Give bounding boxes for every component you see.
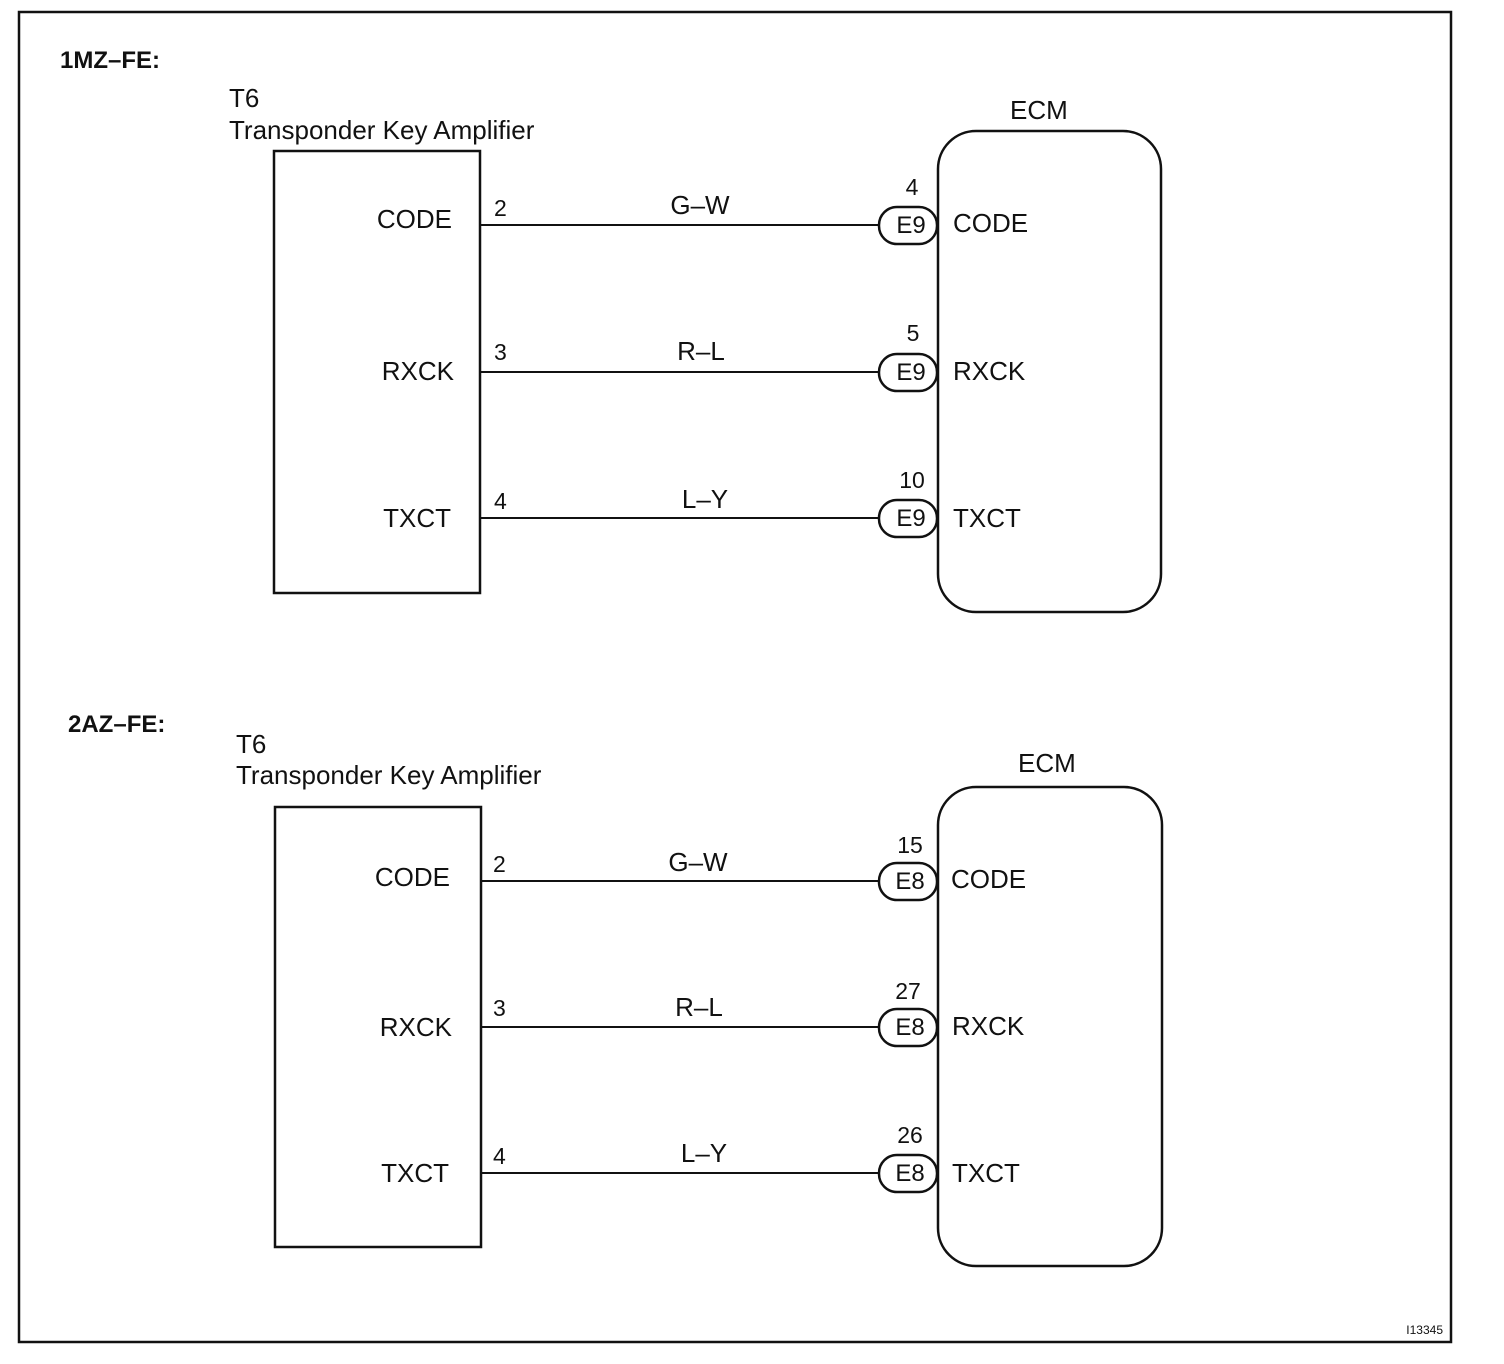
outer-frame (17, 10, 1453, 1344)
section-1mz-fe: 1MZ–FE: T6 Transponder Key Amplifier ECM… (60, 47, 1163, 614)
component-name: Transponder Key Amplifier (236, 760, 542, 790)
connector-code: E9 (896, 505, 925, 532)
wire-color-label: L–Y (681, 1138, 727, 1168)
connector-badge (877, 205, 939, 246)
amp-signal-label: RXCK (382, 356, 455, 386)
wire-color-label: G–W (670, 190, 730, 220)
connector-badge (877, 498, 939, 539)
connector-code: E8 (895, 1014, 924, 1041)
figure-id: I13345 (1406, 1323, 1443, 1337)
amp-pin-number: 2 (493, 851, 506, 877)
ecm-pin-number: 15 (897, 832, 923, 858)
amp-pin-number: 4 (494, 488, 507, 514)
amp-pin-number: 3 (493, 995, 506, 1021)
amp-signal-label: CODE (377, 204, 452, 234)
amp-signal-label: RXCK (380, 1012, 453, 1042)
wire-color-label: G–W (668, 847, 728, 877)
wire-color-label: L–Y (682, 484, 728, 514)
connector-badge (877, 1007, 939, 1048)
ecm-signal-label: CODE (953, 208, 1028, 238)
amp-pin-number: 3 (494, 339, 507, 365)
connector-code: E9 (896, 212, 925, 239)
wire-color-label: R–L (675, 992, 723, 1022)
connector-code: E8 (895, 1160, 924, 1187)
ecm-signal-label: CODE (951, 864, 1026, 894)
ecm-signal-label: TXCT (952, 1158, 1020, 1188)
connector-code: E9 (896, 359, 925, 386)
ecm-label: ECM (1010, 95, 1068, 125)
connector-badge (877, 861, 939, 902)
ecm-pin-number: 4 (906, 174, 919, 200)
engine-label: 1MZ–FE: (60, 47, 160, 74)
ecm-pin-number: 27 (895, 978, 921, 1004)
amp-pin-number: 4 (493, 1143, 506, 1169)
ecm-pin-number: 26 (897, 1122, 923, 1148)
wire-row-rxck: RXCK 3 R–L E9 5 RXCK (382, 320, 1026, 393)
connector-badge (877, 1153, 939, 1194)
ecm-signal-label: RXCK (952, 1011, 1025, 1041)
ecm-signal-label: TXCT (953, 503, 1021, 533)
engine-label: 2AZ–FE: (68, 711, 165, 738)
wire-row-code: CODE 2 G–W E8 15 CODE (375, 832, 1026, 902)
section-2az-fe: 2AZ–FE: T6 Transponder Key Amplifier ECM… (68, 711, 1164, 1268)
component-code: T6 (229, 83, 259, 113)
ecm-signal-label: RXCK (953, 356, 1026, 386)
wire-row-rxck: RXCK 3 R–L E8 27 RXCK (380, 978, 1025, 1048)
amp-signal-label: TXCT (383, 503, 451, 533)
component-name: Transponder Key Amplifier (229, 115, 535, 145)
ecm-label: ECM (1018, 748, 1076, 778)
amp-signal-label: TXCT (381, 1158, 449, 1188)
component-code: T6 (236, 729, 266, 759)
amp-pin-number: 2 (494, 195, 507, 221)
wire-row-txct: TXCT 4 L–Y E8 26 TXCT (381, 1122, 1020, 1194)
amp-signal-label: CODE (375, 862, 450, 892)
ecm-pin-number: 5 (907, 320, 920, 346)
ecm-pin-number: 10 (899, 467, 925, 493)
connector-code: E8 (895, 868, 924, 895)
wire-row-code: CODE 2 G–W E9 4 CODE (377, 174, 1028, 246)
connector-badge (877, 352, 939, 393)
wire-color-label: R–L (677, 336, 725, 366)
wire-row-txct: TXCT 4 L–Y E9 10 TXCT (383, 467, 1021, 539)
